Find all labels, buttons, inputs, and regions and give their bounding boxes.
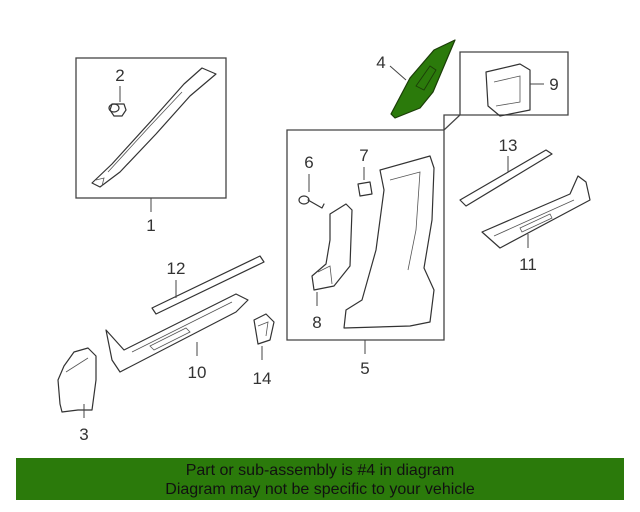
part-2-group[interactable]: 2 — [108, 66, 127, 117]
callout-14: 14 — [253, 369, 272, 388]
rear-strip-shape — [459, 149, 553, 207]
notice-line-1: Part or sub-assembly is #4 in diagram — [185, 462, 455, 479]
callout-8: 8 — [312, 313, 321, 332]
kick-panel-shape — [57, 347, 97, 413]
part-12-group[interactable]: 12 — [151, 255, 265, 315]
a-pillar-trim-shape — [91, 67, 217, 188]
notice-line-2: Diagram may not be specific to your vehi… — [165, 481, 475, 498]
callout-13: 13 — [499, 136, 518, 155]
part-4-group[interactable]: 4 — [376, 39, 456, 119]
retainer-shape — [357, 181, 373, 197]
highlighted-part-4-shape — [390, 39, 456, 119]
part-3-group[interactable]: 3 — [57, 347, 97, 444]
parts-diagram: 1 2 3 4 5 6 7 — [57, 39, 591, 444]
part-7-group[interactable]: 7 — [357, 146, 373, 197]
b-pillar-trim-shape — [343, 155, 435, 329]
part-14-group[interactable]: 14 — [253, 313, 275, 388]
part-9-group[interactable]: 9 — [485, 63, 559, 117]
callout-9: 9 — [549, 75, 558, 94]
callout-11: 11 — [519, 255, 537, 274]
front-strip-shape — [151, 255, 265, 315]
part-13-group[interactable]: 13 — [459, 136, 553, 207]
retainer-clip-shape — [253, 313, 275, 345]
callout-10: 10 — [188, 363, 207, 382]
callout-1: 1 — [146, 216, 155, 235]
callout-2: 2 — [115, 66, 124, 85]
part-1-group[interactable]: 1 — [75, 57, 227, 235]
part-10-group[interactable]: 10 — [105, 293, 249, 382]
rear-sill-shape — [481, 175, 591, 249]
part-11-group[interactable]: 11 — [481, 175, 591, 274]
callout-7: 7 — [359, 146, 368, 165]
callout-12: 12 — [167, 259, 186, 278]
part-8-group[interactable]: 8 — [311, 203, 353, 332]
callout-6: 6 — [304, 153, 313, 172]
callout-3: 3 — [79, 425, 88, 444]
part-5-group[interactable]: 5 — [286, 51, 569, 378]
callout-4: 4 — [376, 53, 385, 72]
front-sill-shape — [105, 293, 249, 373]
belt-guide-shape — [311, 203, 353, 291]
diagram-notice-banner: Part or sub-assembly is #4 in diagram Di… — [16, 458, 624, 500]
part-6-group[interactable]: 6 — [298, 153, 325, 209]
callout-5: 5 — [360, 359, 369, 378]
bracket-shape — [485, 63, 531, 117]
